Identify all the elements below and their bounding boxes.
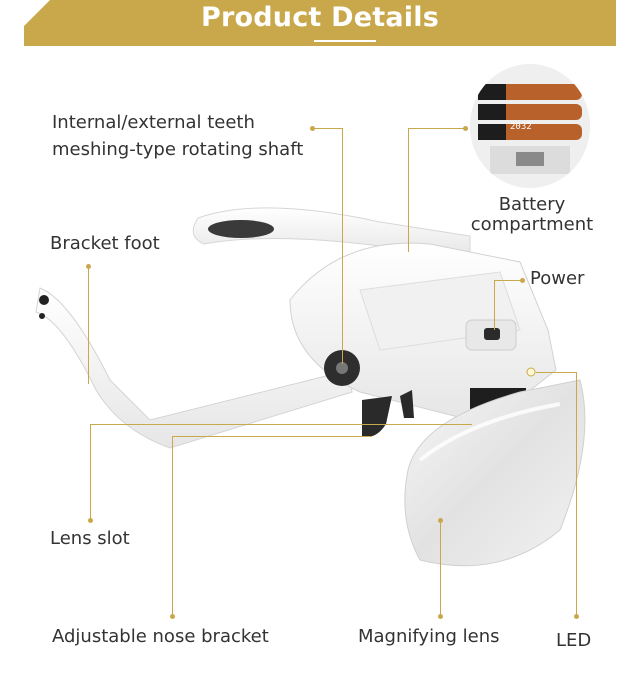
label-lens-slot: Lens slot — [50, 528, 130, 549]
leader-power-v — [494, 280, 495, 330]
leader-battery-dot — [463, 126, 468, 131]
leader-bracket-foot-v — [88, 266, 89, 384]
label-power: Power — [530, 268, 585, 289]
leader-rotating-shaft-h — [314, 128, 342, 129]
label-magnifying-lens: Magnifying lens — [358, 626, 500, 647]
leader-rotating-shaft-dot — [310, 126, 315, 131]
label-nose-bracket: Adjustable nose bracket — [52, 626, 269, 647]
label-battery-line2: compartment — [470, 214, 594, 235]
leader-lens-slot-dot — [88, 518, 93, 523]
leader-battery-v — [408, 128, 409, 252]
leader-nose-bracket-h — [172, 436, 372, 437]
leader-nose-bracket-dot — [170, 614, 175, 619]
battery-print: 2032 — [510, 122, 532, 132]
header-banner: Product Details — [24, 0, 616, 46]
leader-lens-slot-v — [90, 424, 91, 520]
leader-battery-h — [408, 128, 468, 129]
label-battery-line1: Battery — [498, 194, 566, 215]
label-bracket-foot: Bracket foot — [50, 233, 160, 254]
title-underline — [314, 40, 376, 42]
leader-magnifying-lens-dot2 — [438, 614, 443, 619]
label-led: LED — [556, 630, 592, 651]
head-pad — [208, 220, 274, 238]
label-rotating-shaft-line1: Internal/external teeth — [52, 112, 255, 133]
page-title: Product Details — [201, 2, 439, 33]
power-button-shape — [484, 328, 500, 340]
leader-magnifying-lens-dot — [438, 518, 443, 523]
leader-nose-bracket-v — [172, 436, 173, 616]
leader-magnifying-lens-v — [440, 520, 441, 616]
leader-led-v — [576, 372, 577, 616]
leader-rotating-shaft-v — [342, 128, 343, 364]
leader-led-h — [536, 372, 576, 373]
leader-power-h — [494, 280, 524, 281]
label-rotating-shaft-line2: meshing-type rotating shaft — [52, 139, 304, 160]
leader-lens-slot-h — [90, 424, 472, 425]
leader-led-dot — [574, 614, 579, 619]
battery-compartment-inset: 2032 — [470, 64, 590, 188]
leader-power-dot — [520, 278, 525, 283]
banner-notch — [24, 0, 50, 26]
